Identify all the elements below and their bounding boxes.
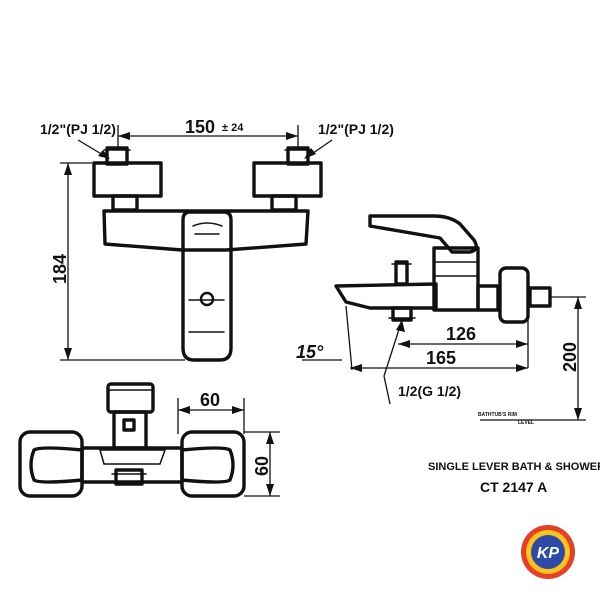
kp-logo: KP [521,525,575,579]
product-model: CT 2147 A [480,479,547,495]
dim-15-degree: 15° [296,342,324,362]
front-dimensions: 150 ± 24 184 1/2"(PJ 1/2) 1/2"(PJ 1/2) [40,117,394,361]
dim-60-width: 60 [200,390,220,410]
outlet-thread-label: 1/2(G 1/2) [398,383,461,399]
inlet-left-label: 1/2"(PJ 1/2) [40,121,116,137]
side-dimensions: 15° 126 165 200 1/2(G 1/2) BATHTUB'S RIM… [296,296,586,426]
dim-126: 126 [446,324,476,344]
dim-165: 165 [426,348,456,368]
front-view [92,146,323,362]
top-view [18,382,246,498]
dim-200: 200 [560,342,580,372]
rim-note-line2: LEVEL [518,420,534,426]
product-description: SINGLE LEVER BATH & SHOWER MIXER [428,461,600,473]
dim-184: 184 [50,254,70,284]
inlet-right-label: 1/2"(PJ 1/2) [318,121,394,137]
logo-text: KP [537,545,560,562]
rim-note-line1: BATHTUB'S RIM [478,412,517,418]
dim-tolerance: ± 24 [222,122,244,134]
dim-60-height: 60 [252,456,272,476]
dim-150: 150 [185,117,215,137]
title-block: SINGLE LEVER BATH & SHOWER MIXER CT 2147… [428,461,600,495]
top-dimensions: 60 60 [177,390,280,497]
side-view [334,214,552,324]
